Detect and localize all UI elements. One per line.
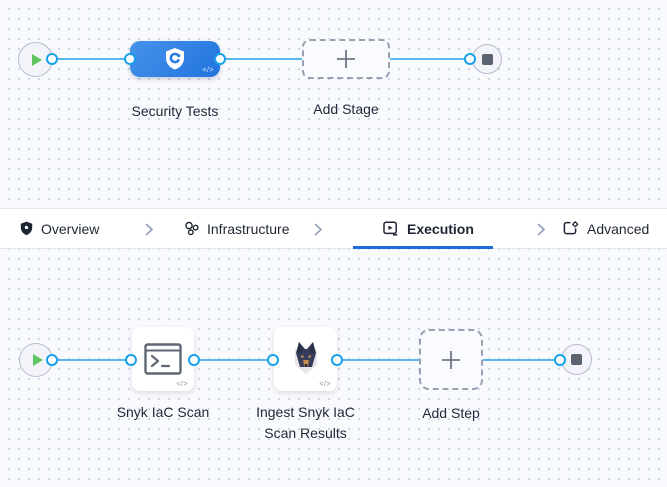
add-stage-label: Add Stage bbox=[313, 101, 379, 117]
connector-dot[interactable] bbox=[464, 53, 476, 65]
connector-line bbox=[390, 58, 472, 60]
stage-card-security-tests[interactable]: </> bbox=[130, 41, 220, 77]
connector-dot[interactable] bbox=[124, 53, 136, 65]
snyk-logo-icon bbox=[290, 340, 322, 378]
chevron-right-icon bbox=[145, 223, 154, 236]
chevron-right-icon bbox=[314, 223, 323, 236]
advanced-settings-icon bbox=[563, 221, 579, 236]
tab-overview[interactable]: Overview bbox=[20, 209, 99, 248]
infrastructure-icon bbox=[184, 221, 199, 236]
pipeline-end-node[interactable] bbox=[472, 44, 502, 74]
connector-dot[interactable] bbox=[188, 354, 200, 366]
tab-label: Execution bbox=[407, 220, 474, 237]
tab-label: Overview bbox=[41, 220, 100, 237]
step-graph: </> </> bbox=[0, 249, 667, 487]
step-label: Ingest Snyk IaC Scan Results bbox=[256, 404, 355, 441]
code-glyph: </> bbox=[176, 381, 188, 388]
connector-line bbox=[36, 58, 130, 60]
plus-icon bbox=[440, 349, 462, 371]
execution-icon bbox=[383, 221, 399, 236]
tab-execution[interactable]: Execution bbox=[383, 209, 474, 248]
connector-line bbox=[220, 58, 302, 60]
terminal-icon bbox=[144, 343, 182, 375]
security-shield-icon bbox=[164, 47, 186, 71]
connector-dot[interactable] bbox=[331, 354, 343, 366]
pipeline-start-node[interactable] bbox=[18, 42, 53, 77]
add-stage-button[interactable] bbox=[302, 39, 390, 79]
connector-line bbox=[483, 359, 563, 361]
stop-icon bbox=[481, 53, 493, 65]
add-step-button[interactable] bbox=[419, 329, 483, 390]
connector-dot[interactable] bbox=[554, 354, 566, 366]
connector-dot[interactable] bbox=[46, 354, 58, 366]
stop-icon bbox=[571, 354, 582, 365]
play-icon bbox=[32, 53, 42, 66]
connector-dot[interactable] bbox=[46, 53, 58, 65]
shield-icon bbox=[20, 221, 33, 236]
code-glyph: </> bbox=[202, 67, 214, 74]
connector-line bbox=[337, 359, 419, 361]
tab-advanced[interactable]: Advanced bbox=[563, 209, 649, 248]
connector-dot[interactable] bbox=[125, 354, 137, 366]
code-glyph: </> bbox=[319, 381, 331, 388]
connector-dot[interactable] bbox=[267, 354, 279, 366]
tab-label: Advanced bbox=[587, 220, 650, 237]
connector-line bbox=[194, 359, 274, 361]
step-card-ingest-snyk-results[interactable]: </> bbox=[274, 327, 337, 391]
stage-graph: </> Security Tests Add Stage bbox=[0, 0, 667, 208]
step-card-snyk-iac-scan[interactable]: </> bbox=[132, 327, 194, 391]
stage-config-tabbar: Overview Infrastructure bbox=[0, 208, 667, 249]
connector-dot[interactable] bbox=[214, 53, 226, 65]
chevron-right-icon bbox=[537, 223, 546, 236]
tab-label: Infrastructure bbox=[207, 220, 290, 237]
add-step-label: Add Step bbox=[422, 405, 480, 421]
active-tab-underline bbox=[353, 246, 493, 249]
play-icon bbox=[32, 354, 43, 366]
tab-infrastructure[interactable]: Infrastructure bbox=[184, 209, 289, 248]
step-label: Snyk IaC Scan bbox=[116, 404, 210, 420]
step-end-node[interactable] bbox=[561, 344, 592, 375]
stage-label: Security Tests bbox=[131, 103, 219, 119]
connector-line bbox=[36, 359, 132, 361]
plus-icon bbox=[335, 48, 357, 70]
